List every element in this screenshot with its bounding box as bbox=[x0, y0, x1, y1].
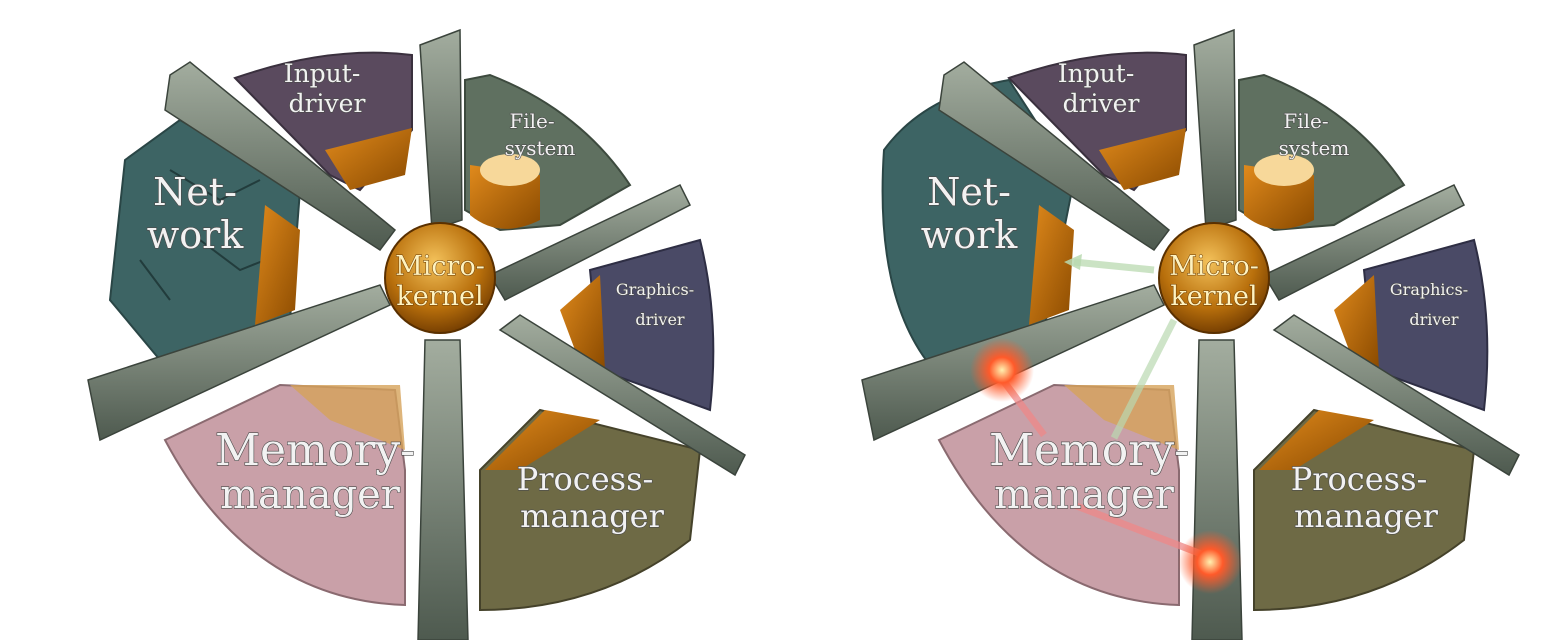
file-label-1: File- bbox=[1283, 109, 1328, 133]
input-label-2: driver bbox=[289, 89, 366, 118]
ipc-arrow-kernel-to-memory bbox=[1110, 318, 1178, 440]
process-label-1: Process- bbox=[517, 460, 654, 498]
file-highlight bbox=[480, 154, 540, 186]
diagram-right-panel: Micro- kernel Net- work Input- driver Fi… bbox=[774, 0, 1548, 640]
wall-lower-right bbox=[1272, 314, 1520, 477]
memory-label-1: Memory- bbox=[989, 425, 1189, 476]
diagram-left-panel: Micro- kernel Net- work Input- driver Fi… bbox=[87, 28, 746, 640]
wall-upper-left bbox=[164, 61, 397, 252]
fault-spark-bottom bbox=[1178, 530, 1242, 594]
process-amber bbox=[1259, 410, 1374, 470]
graphics-label-2: driver bbox=[635, 310, 685, 329]
wall-left bbox=[87, 284, 392, 442]
network-amber bbox=[255, 205, 300, 325]
memory-label-2: manager bbox=[994, 472, 1175, 518]
kernel-label-1: Micro- bbox=[1169, 251, 1259, 282]
wall-right bbox=[488, 184, 692, 301]
graphics-label-1: Graphics- bbox=[1390, 280, 1468, 299]
wall-top bbox=[419, 28, 463, 232]
process-label-2: manager bbox=[520, 497, 665, 535]
network-label-2: work bbox=[921, 213, 1019, 257]
wall-top bbox=[1193, 28, 1237, 232]
wall-upper-left bbox=[938, 61, 1171, 252]
file-label-1: File- bbox=[509, 109, 554, 133]
microkernel-diagram-right: Micro- kernel Net- work Input- driver Fi… bbox=[861, 28, 1520, 640]
microkernel-sphere bbox=[384, 222, 496, 334]
graphics-amber bbox=[560, 275, 605, 370]
ipc-arrowhead-network bbox=[1064, 254, 1082, 270]
process-label-2: manager bbox=[1294, 497, 1439, 535]
memory-sector bbox=[937, 383, 1180, 607]
process-label-1: Process- bbox=[1291, 460, 1428, 498]
wall-right bbox=[1262, 184, 1466, 301]
microkernel-diagram-left: Micro- kernel Net- work Input- driver Fi… bbox=[87, 28, 746, 640]
wall-bottom bbox=[1191, 339, 1243, 640]
input-amber bbox=[1099, 128, 1186, 190]
file-label-2: system bbox=[1279, 136, 1350, 160]
graphics-sector bbox=[588, 238, 715, 412]
input-label-2: driver bbox=[1063, 89, 1140, 118]
memory-label-2: manager bbox=[220, 472, 401, 518]
graphics-label-2: driver bbox=[1409, 310, 1459, 329]
fault-spark-left bbox=[970, 338, 1034, 402]
process-amber bbox=[485, 410, 600, 470]
wall-bottom bbox=[417, 339, 469, 640]
ipc-arrow-kernel-to-network bbox=[1073, 258, 1155, 274]
input-amber bbox=[325, 128, 412, 190]
wall-lower-right bbox=[498, 314, 746, 477]
microkernel-sphere bbox=[1158, 222, 1270, 334]
graphics-amber bbox=[1334, 275, 1379, 370]
memory-sector bbox=[163, 383, 406, 607]
kernel-label-2: kernel bbox=[1170, 281, 1257, 312]
input-label-1: Input- bbox=[1058, 59, 1135, 88]
network-label-1: Net- bbox=[927, 170, 1011, 214]
memory-amber bbox=[290, 385, 405, 450]
kernel-label-1: Micro- bbox=[395, 251, 485, 282]
file-label-2: system bbox=[505, 136, 576, 160]
kernel-label-2: kernel bbox=[396, 281, 483, 312]
graphics-sector bbox=[1362, 238, 1489, 412]
input-label-1: Input- bbox=[284, 59, 361, 88]
network-label-2: work bbox=[147, 213, 245, 257]
graphics-label-1: Graphics- bbox=[616, 280, 694, 299]
file-highlight bbox=[1254, 154, 1314, 186]
network-amber bbox=[1029, 205, 1074, 325]
network-label-1: Net- bbox=[153, 170, 237, 214]
memory-label-1: Memory- bbox=[215, 425, 415, 476]
